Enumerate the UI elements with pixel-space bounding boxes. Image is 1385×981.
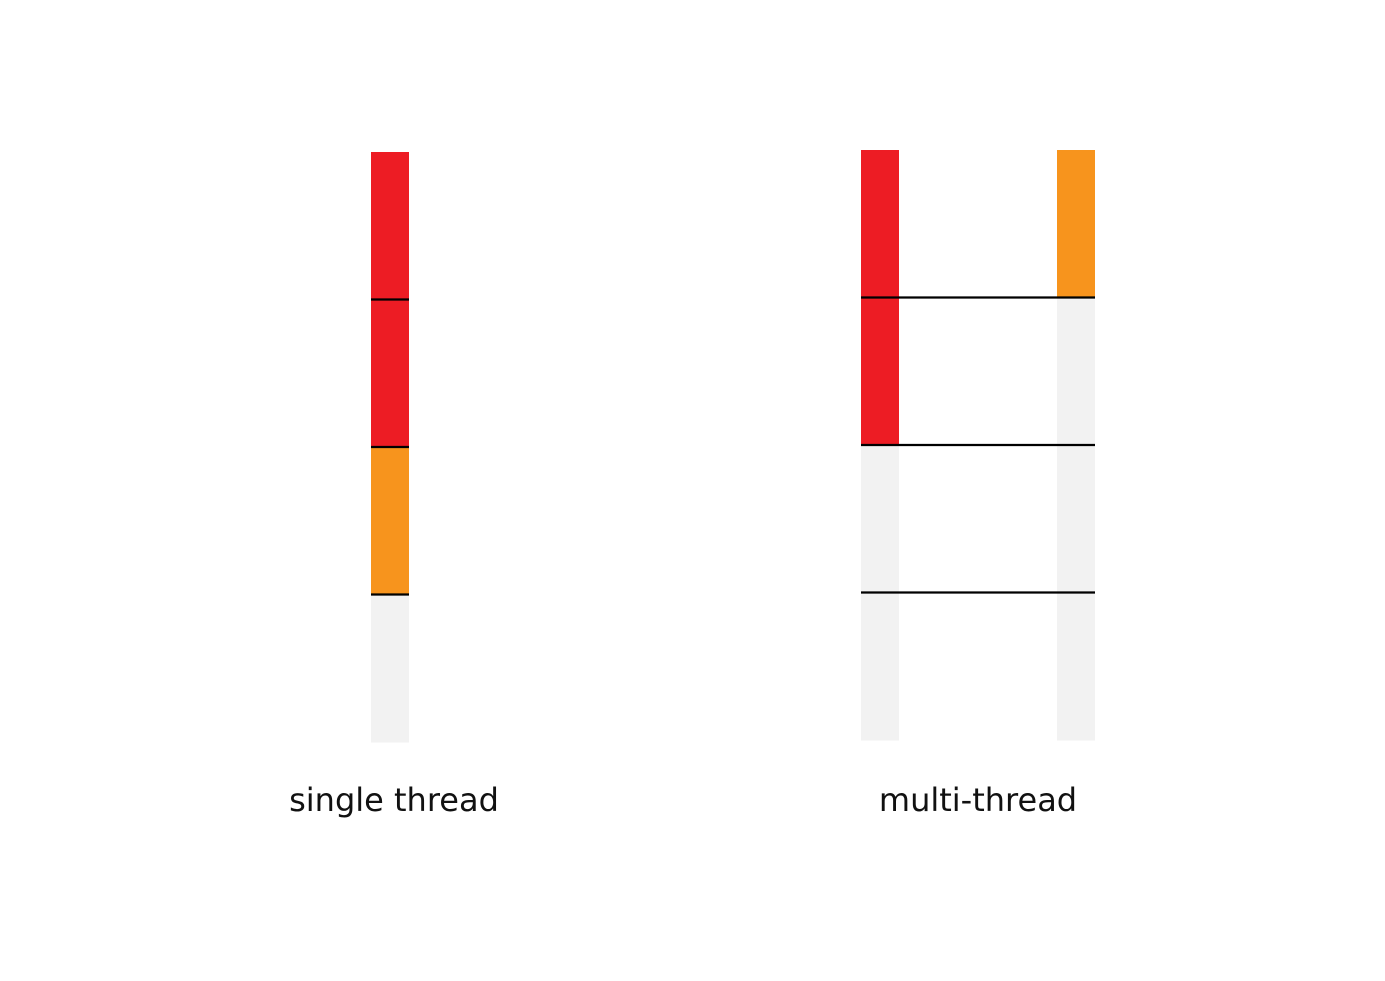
multi-thread-1-slot-3-idle xyxy=(861,445,899,593)
multi-thread-1-slot-4-idle xyxy=(861,592,899,741)
single-thread-slot-2-red xyxy=(371,299,409,448)
multi-thread-1-slot-1-red xyxy=(861,150,899,298)
multi-thread-1-slot-2-red xyxy=(861,297,899,446)
multi-thread-2-slot-3-idle xyxy=(1057,445,1095,593)
single-thread-caption: single thread xyxy=(289,781,499,819)
multi-thread-2-slot-2-idle xyxy=(1057,297,1095,446)
single-thread-slot-4-idle xyxy=(371,594,409,743)
multi-thread-2-slot-4-idle xyxy=(1057,592,1095,741)
multi-thread-2-slot-1-orange xyxy=(1057,150,1095,298)
single-thread-slot-3-orange xyxy=(371,447,409,595)
single-thread-slot-1-red xyxy=(371,152,409,300)
multi-thread-caption: multi-thread xyxy=(878,781,1078,819)
